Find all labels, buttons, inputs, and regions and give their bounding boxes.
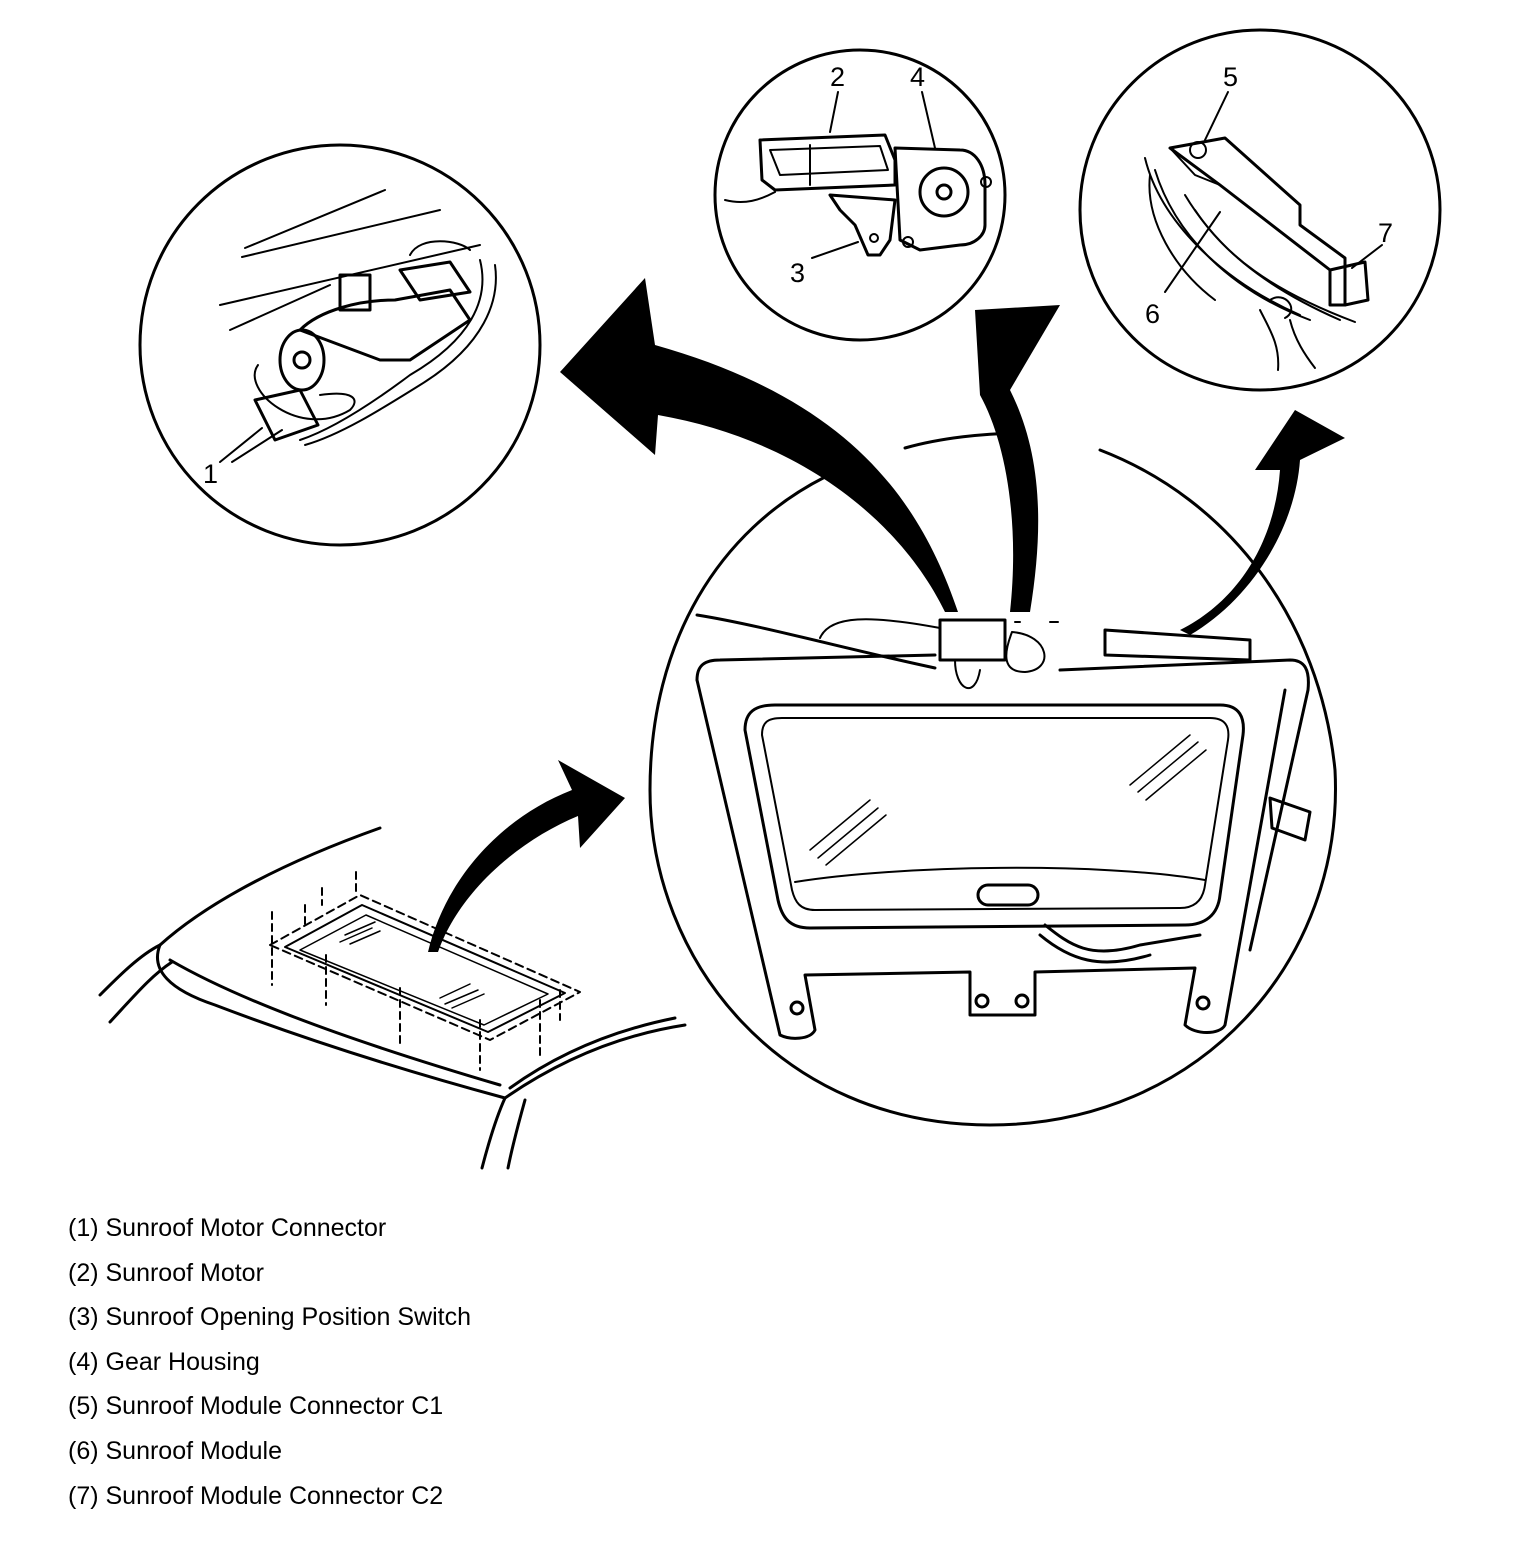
callout-7: 7 [1378, 218, 1393, 248]
motor-detail-view [713, 48, 1007, 342]
callout-6: 6 [1145, 299, 1160, 329]
callout-2: 2 [830, 62, 845, 92]
vehicle-roof-view [98, 826, 687, 1170]
callout-4: 4 [910, 62, 925, 92]
sunroof-frame-detail [648, 431, 1337, 1127]
arrow-roof-to-detail [428, 760, 625, 952]
legend-item-sunroof-opening-position-switch: (3) Sunroof Opening Position Switch [68, 1303, 471, 1332]
legend-item-gear-housing: (4) Gear Housing [68, 1347, 260, 1376]
legend-item-sunroof-motor: (2) Sunroof Motor [68, 1258, 264, 1287]
arrow-to-motor-view [975, 305, 1060, 612]
motor-connector-detail-view [138, 143, 542, 547]
legend-item-sunroof-module-connector-c2: (7) Sunroof Module Connector C2 [68, 1481, 444, 1510]
arrow-to-motor-connector-view [560, 278, 958, 612]
callout-5: 5 [1223, 62, 1238, 92]
sunroof-component-diagram: 1 2 3 4 5 6 7 [98, 28, 1442, 1170]
legend-item-sunroof-module: (6) Sunroof Module [68, 1436, 283, 1465]
callout-3: 3 [790, 258, 805, 288]
legend-item-sunroof-motor-connector: (1) Sunroof Motor Connector [68, 1214, 387, 1242]
module-detail-view [1078, 28, 1442, 392]
legend-item-sunroof-module-connector-c1: (5) Sunroof Module Connector C1 [68, 1392, 444, 1421]
callout-1: 1 [203, 459, 218, 489]
component-legend: (1) Sunroof Motor Connector (2) Sunroof … [68, 1206, 471, 1518]
arrow-to-module-view [1180, 410, 1345, 635]
